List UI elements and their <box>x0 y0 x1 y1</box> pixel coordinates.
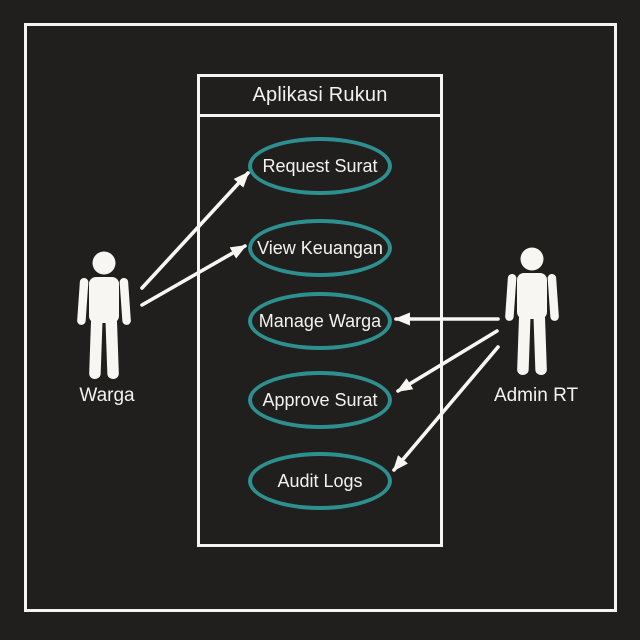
system-title-bar: Aplikasi Rukun <box>200 77 440 117</box>
use-case-label: Audit Logs <box>277 470 363 491</box>
actor-warga <box>76 251 132 381</box>
use-case-label: Approve Surat <box>262 389 378 410</box>
use-case-view-keuangan: View Keuangan <box>248 219 392 277</box>
system-boundary: Aplikasi Rukun <box>197 74 443 547</box>
use-case-label: Manage Warga <box>258 310 382 331</box>
use-case-request-surat: Request Surat <box>248 137 392 195</box>
use-case-approve-surat: Approve Surat <box>248 371 392 429</box>
actor-admin-rt <box>504 247 560 377</box>
outer-frame <box>24 23 617 612</box>
use-case-label: Request Surat <box>262 155 378 176</box>
use-case-audit-logs: Audit Logs <box>248 452 392 510</box>
system-title: Aplikasi Rukun <box>252 84 388 106</box>
actor-label-admin-rt: Admin RT <box>493 385 579 406</box>
actor-label-warga: Warga <box>79 385 135 406</box>
use-case-manage-warga: Manage Warga <box>248 292 392 350</box>
person-icon <box>505 247 559 376</box>
person-icon <box>77 251 131 380</box>
use-case-label: View Keuangan <box>257 237 383 258</box>
